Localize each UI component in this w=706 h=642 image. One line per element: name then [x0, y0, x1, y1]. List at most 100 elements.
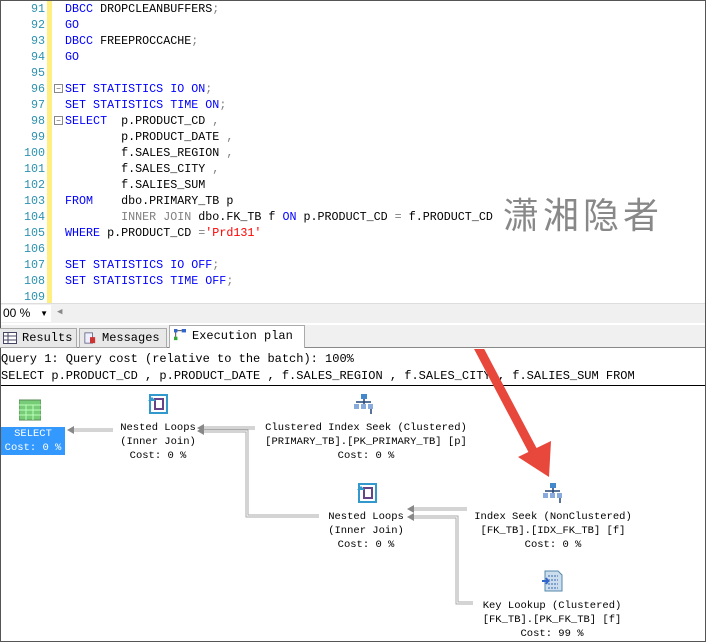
- divider: [1, 385, 705, 386]
- code-token: GO: [65, 50, 80, 64]
- plan-node-nested-loops-1[interactable]: Nested Loops (Inner Join) Cost: 0 %: [101, 421, 215, 463]
- code-token: INNER JOIN: [65, 210, 199, 224]
- plan-node-select[interactable]: SELECT Cost: 0 %: [1, 427, 65, 455]
- node-title: Nested Loops: [328, 511, 404, 523]
- code-text: GO: [65, 49, 79, 65]
- code-token: WHERE: [65, 226, 108, 240]
- line-number: 92: [30, 18, 45, 32]
- code-token: GO: [65, 18, 80, 32]
- code-token: p.PRODUCT_CD: [121, 114, 213, 128]
- execution-plan-icon: [174, 329, 186, 341]
- code-token: dbo.FK_TB f: [198, 210, 283, 224]
- code-token: ;: [226, 274, 234, 288]
- code-token: =: [394, 210, 409, 224]
- code-text: GO: [65, 17, 79, 33]
- node-object: [FK_TB].[IDX_FK_TB] [f]: [480, 525, 626, 537]
- zoom-select[interactable]: 00 %▼: [1, 305, 51, 322]
- tab-label: Execution plan: [192, 329, 293, 343]
- code-token: 'Prd131': [205, 226, 262, 240]
- code-token: SET STATISTICS IO OFF: [65, 258, 213, 272]
- plan-node-nested-loops-2[interactable]: Nested Loops (Inner Join) Cost: 0 %: [309, 510, 423, 552]
- code-token: p.PRODUCT_DATE: [65, 130, 227, 144]
- tab-results[interactable]: Results: [0, 328, 77, 348]
- tab-label: Messages: [102, 331, 160, 345]
- watermark: 潇湘隐者: [503, 196, 664, 237]
- line-number: 103: [23, 194, 45, 208]
- code-token: dbo.PRIMARY_TB p: [121, 194, 234, 208]
- collapse-icon[interactable]: −: [54, 116, 63, 125]
- code-token: ,: [212, 114, 220, 128]
- code-token: ;: [205, 82, 213, 96]
- code-token: f.SALIES_SUM: [65, 178, 206, 192]
- line-number: 98: [30, 114, 45, 128]
- change-indicator-bar: [47, 1, 52, 303]
- line-number: 106: [23, 242, 45, 256]
- line-number: 104: [23, 210, 45, 224]
- nested-loops-icon: [357, 483, 377, 503]
- line-number: 96: [30, 82, 45, 96]
- node-cost: Cost: 0 %: [4, 442, 62, 454]
- line-number: 102: [23, 178, 45, 192]
- node-title: Clustered Index Seek (Clustered): [265, 422, 467, 434]
- line-number: 97: [30, 98, 45, 112]
- collapse-icon[interactable]: −: [54, 84, 63, 93]
- code-token: SET STATISTICS IO ON: [65, 82, 206, 96]
- code-text: WHERE p.PRODUCT_CD ='Prd131': [65, 225, 261, 241]
- index-seek-icon: [543, 483, 562, 503]
- code-token: p.PRODUCT_CD: [303, 210, 395, 224]
- node-object: [PRIMARY_TB].[PK_PRIMARY_TB] [p]: [265, 436, 467, 448]
- line-number: 109: [23, 290, 45, 303]
- code-token: ON: [282, 210, 304, 224]
- code-text: INNER JOIN dbo.FK_TB f ON p.PRODUCT_CD =…: [65, 209, 493, 225]
- plan-node-clustered-index-seek[interactable]: Clustered Index Seek (Clustered) [PRIMARY…: [251, 421, 481, 463]
- node-subtitle: (Inner Join): [120, 436, 196, 448]
- node-title: Nested Loops: [120, 422, 196, 434]
- code-token: ;: [191, 34, 199, 48]
- select-icon: [19, 399, 41, 421]
- code-token: ;: [212, 2, 220, 16]
- code-token: f.SALES_REGION: [65, 146, 227, 160]
- node-cost: Cost: 99 %: [520, 628, 584, 640]
- code-token: FREEPROCCACHE: [100, 34, 192, 48]
- line-number: 101: [23, 162, 45, 176]
- clustered-index-seek-icon: [354, 394, 373, 414]
- tab-messages[interactable]: Messages: [79, 328, 167, 348]
- code-text: p.PRODUCT_DATE ,: [65, 129, 233, 145]
- plan-node-key-lookup[interactable]: Key Lookup (Clustered)[FK_TB].[PK_FK_TB]…: [469, 599, 635, 641]
- line-number: 105: [23, 226, 45, 240]
- code-text: FROM dbo.PRIMARY_TB p: [65, 193, 233, 209]
- node-cost: Cost: 0 %: [129, 450, 187, 462]
- code-text: f.SALIES_SUM: [65, 177, 205, 193]
- scroll-left-icon[interactable]: ◀: [57, 307, 63, 317]
- line-number: 108: [23, 274, 45, 288]
- line-number: 100: [23, 146, 45, 160]
- code-text: SET STATISTICS TIME OFF;: [65, 273, 233, 289]
- line-number-gutter: [1, 1, 47, 303]
- code-text: DBCC FREEPROCCACHE;: [65, 33, 198, 49]
- code-text: f.SALES_CITY ,: [65, 161, 219, 177]
- query-cost-header: Query 1: Query cost (relative to the bat…: [1, 352, 354, 366]
- key-lookup-icon: [542, 570, 563, 592]
- execution-plan-pane[interactable]: Query 1: Query cost (relative to the bat…: [1, 349, 705, 641]
- tab-label: Results: [22, 331, 73, 345]
- results-tabs: Results Messages Execution plan: [0, 325, 705, 348]
- node-subtitle: (Inner Join): [328, 525, 404, 537]
- code-token: DROPCLEANBUFFERS: [100, 2, 213, 16]
- code-token: FROM: [65, 194, 122, 208]
- code-text: SET STATISTICS IO OFF;: [65, 257, 219, 273]
- tab-execution-plan[interactable]: Execution plan: [169, 325, 305, 348]
- code-text: f.SALES_REGION ,: [65, 145, 233, 161]
- code-token: SELECT: [65, 114, 122, 128]
- line-number: 93: [30, 34, 45, 48]
- plan-node-index-seek[interactable]: Index Seek (NonClustered)[FK_TB].[IDX_FK…: [461, 510, 645, 552]
- grid-icon: [3, 332, 17, 344]
- line-number: 94: [30, 50, 45, 64]
- nested-loops-icon: [148, 394, 168, 414]
- chevron-down-icon: ▼: [40, 309, 48, 318]
- node-cost: Cost: 0 %: [524, 539, 582, 551]
- code-token: SET STATISTICS TIME ON: [65, 98, 220, 112]
- line-number: 91: [30, 2, 45, 16]
- node-cost: Cost: 0 %: [337, 539, 395, 551]
- node-title: SELECT: [14, 428, 52, 440]
